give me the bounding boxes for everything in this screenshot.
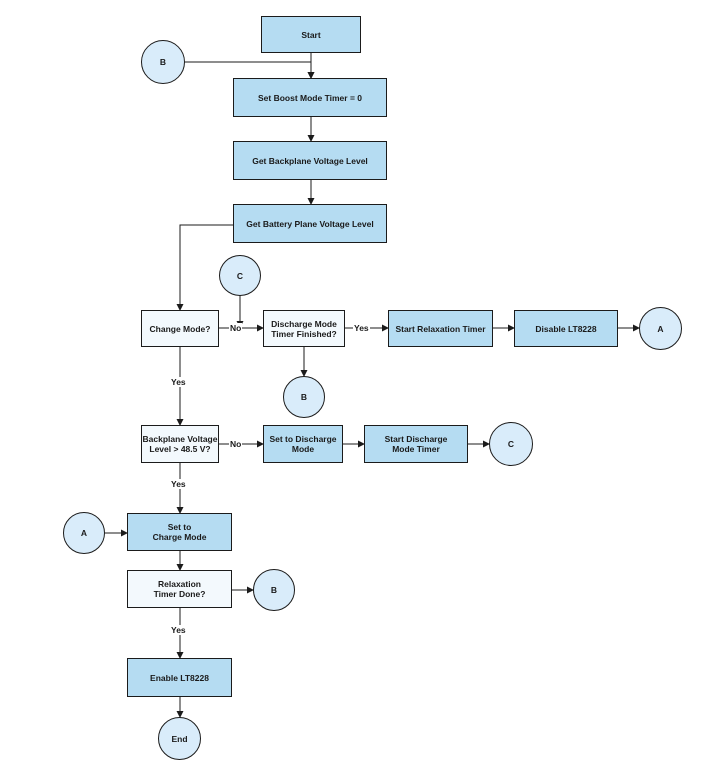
enable-lt8228-box: Enable LT8228	[127, 658, 232, 697]
relaxation-timer-done-decision: Relaxation Timer Done?	[127, 570, 232, 608]
set-discharge-mode-box: Set to Discharge Mode	[263, 425, 343, 463]
connector-c-top: C	[219, 255, 261, 296]
label-yes-backplane: Yes	[170, 479, 187, 489]
disable-lt8228-box: Disable LT8228	[514, 310, 618, 347]
arrow-b-to-boost	[185, 61, 315, 79]
label-yes-relaxation-done: Yes	[170, 625, 187, 635]
set-charge-mode-box: Set to Charge Mode	[127, 513, 232, 551]
change-mode-decision: Change Mode?	[141, 310, 219, 347]
backplane-voltage-decision: Backplane Voltage Level > 48.5 V?	[141, 425, 219, 463]
label-no-change-mode: No	[229, 323, 243, 333]
start-box: Start	[261, 16, 361, 53]
connector-b-top: B	[141, 40, 185, 84]
connector-b-bottom: B	[253, 569, 295, 611]
get-battery-voltage-box: Get Battery Plane Voltage Level	[233, 204, 387, 243]
discharge-timer-finished-decision: Discharge Mode Timer Finished?	[263, 310, 345, 347]
connector-a-left: A	[63, 512, 105, 554]
connector-a-right: A	[639, 307, 682, 350]
set-boost-timer-box: Set Boost Mode Timer = 0	[233, 78, 387, 117]
label-no-backplane: No	[229, 439, 243, 449]
get-backplane-voltage-box: Get Backplane Voltage Level	[233, 141, 387, 180]
label-yes-discharge-finished: Yes	[353, 323, 370, 333]
start-discharge-timer-box: Start Discharge Mode Timer	[364, 425, 468, 463]
end-terminal: End	[158, 717, 201, 760]
connector-b-mid: B	[283, 376, 325, 418]
arrow-battery-to-change-mode	[176, 224, 233, 311]
connector-c-right: C	[489, 422, 533, 466]
label-yes-change-mode: Yes	[170, 377, 187, 387]
start-relaxation-timer-box: Start Relaxation Timer	[388, 310, 493, 347]
